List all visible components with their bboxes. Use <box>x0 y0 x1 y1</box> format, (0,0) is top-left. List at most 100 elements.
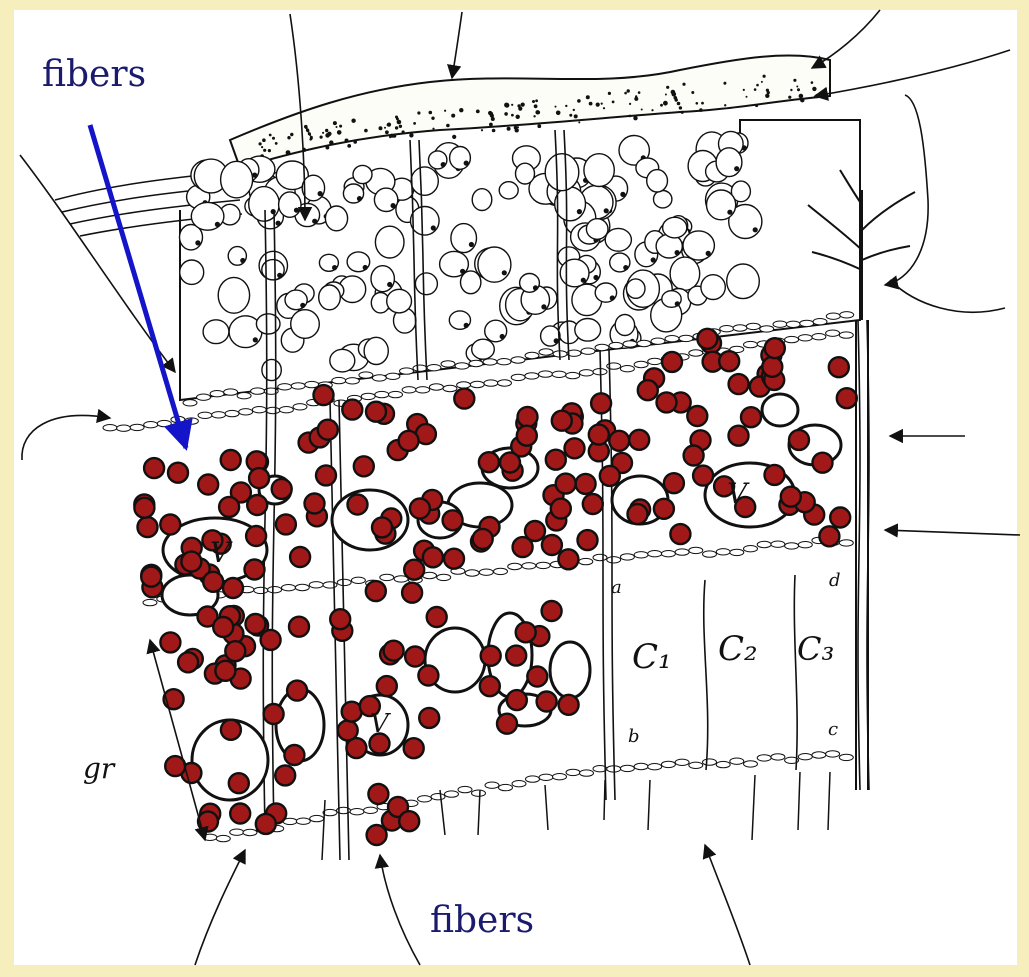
band-cell <box>230 829 244 835</box>
band-cell <box>499 784 513 790</box>
band-cell <box>429 384 443 390</box>
cell-nucleus <box>675 301 680 306</box>
cell-nucleus <box>276 221 281 226</box>
surface-dot <box>665 94 667 96</box>
pale-cell <box>325 206 347 231</box>
band-cell <box>760 326 774 332</box>
band-cell <box>472 790 486 796</box>
band-cell <box>812 334 826 340</box>
surface-dot <box>596 103 600 107</box>
pale-cell <box>364 337 388 364</box>
surface-dot <box>397 120 402 125</box>
surface-dot <box>788 96 791 99</box>
surface-dot <box>578 121 580 123</box>
band-cell <box>184 418 198 424</box>
label-c1: C₁ <box>632 637 672 677</box>
surface-dot <box>517 126 519 128</box>
band-cell <box>239 409 253 415</box>
red-cell <box>552 411 572 431</box>
cell-nucleus <box>593 275 598 280</box>
band-cell <box>826 330 840 336</box>
band-cell <box>675 759 689 765</box>
band-cell <box>375 391 389 397</box>
pale-cell <box>221 161 253 198</box>
band-cell <box>183 400 197 406</box>
surface-dot <box>290 133 293 136</box>
pale-cell <box>262 359 281 380</box>
red-cell <box>765 465 785 485</box>
band-cell <box>103 425 117 431</box>
surface-dot <box>800 98 804 102</box>
pale-cell <box>584 154 614 187</box>
pale-cell <box>575 319 601 342</box>
red-cell <box>662 352 682 372</box>
red-cell <box>275 765 295 785</box>
band-cell <box>839 754 853 760</box>
band-cell <box>661 761 675 767</box>
band-cell <box>609 342 623 348</box>
band-cell <box>771 754 785 760</box>
surface-dot <box>612 101 615 104</box>
band-cell <box>623 341 637 347</box>
surface-dot <box>660 104 663 107</box>
red-cell <box>507 690 527 710</box>
red-cell <box>609 431 629 451</box>
red-cell <box>473 529 493 549</box>
band-cell <box>237 393 251 399</box>
surface-dot <box>515 128 519 132</box>
cell-nucleus <box>623 265 628 270</box>
band-cell <box>812 752 826 758</box>
cell-nucleus <box>610 295 615 300</box>
pale-cell <box>450 147 471 170</box>
surface-dot <box>535 99 538 102</box>
band-cell <box>293 404 307 410</box>
pale-cell <box>670 257 700 290</box>
red-cell <box>497 714 517 734</box>
red-cell <box>638 380 658 400</box>
red-cell <box>729 426 749 446</box>
pale-cell <box>478 247 511 282</box>
surface-dot <box>641 109 643 111</box>
band-cell <box>282 585 296 591</box>
surface-dot <box>481 129 483 131</box>
surface-dot <box>504 103 509 108</box>
band-cell <box>332 377 346 383</box>
red-cell <box>366 581 386 601</box>
pale-cell <box>555 187 586 221</box>
surface-dot <box>262 138 266 142</box>
surface-dot <box>799 94 804 99</box>
red-cell <box>527 667 547 687</box>
band-cell <box>581 348 595 354</box>
band-cell <box>483 359 497 365</box>
pale-cell <box>560 259 589 287</box>
band-cell <box>278 384 292 390</box>
red-cell <box>221 720 241 740</box>
band-cell <box>243 829 257 835</box>
label-a: a <box>611 577 622 598</box>
surface-dot <box>385 130 389 134</box>
band-cell <box>716 761 730 767</box>
surface-dot <box>329 140 333 144</box>
cell-nucleus <box>577 209 582 214</box>
red-cell <box>366 402 386 422</box>
band-cell <box>337 579 351 585</box>
surface-dot <box>451 114 455 118</box>
surface-dot <box>286 150 291 155</box>
red-cell <box>576 474 596 494</box>
red-cell <box>330 609 350 629</box>
band-cell <box>648 764 662 770</box>
band-cell <box>526 776 540 782</box>
surface-dot <box>755 104 758 107</box>
pale-cell <box>727 264 760 299</box>
band-cell <box>730 758 744 764</box>
band-cell <box>689 350 703 356</box>
red-cell <box>542 535 562 555</box>
cell-nucleus <box>363 265 368 270</box>
band-cell <box>757 755 771 761</box>
red-cell <box>348 495 368 515</box>
band-cell <box>826 313 840 319</box>
band-cell <box>251 388 265 394</box>
band-cell <box>323 582 337 588</box>
surface-dot <box>287 136 290 139</box>
